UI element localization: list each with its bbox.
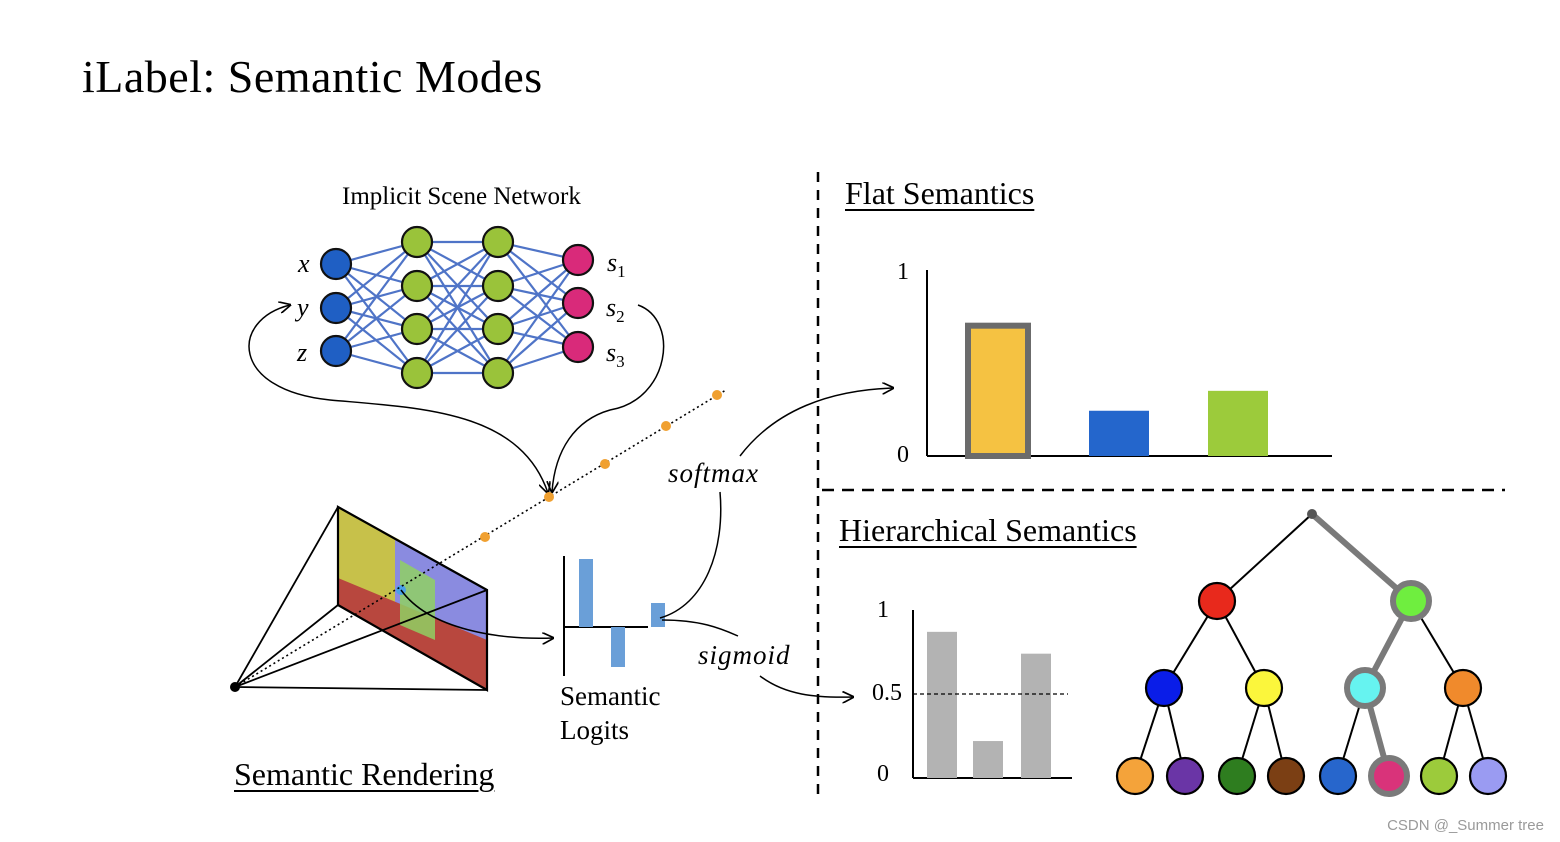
frustum-edge [234,506,339,688]
flat-bar [1208,390,1268,456]
tree-node-leaf [1468,756,1508,796]
tree-node-leaf [1368,755,1410,797]
semantic-logits-label: Semantic Logits [560,679,660,747]
hier-bar [1021,653,1051,778]
flat-semantics-heading: Flat Semantics [845,175,1035,211]
semantic-logits-chart [563,556,665,676]
flat-semantics-chart [926,270,1332,459]
output-symbol: s [607,248,618,277]
output-symbol: s [606,338,617,367]
tree-node-level2 [1344,667,1386,709]
logits-label-line2: Logits [560,715,630,745]
hier-ytick-1: 1 [877,597,889,623]
output-loop-arrow [552,304,665,492]
flat-ytick-0: 0 [897,442,909,468]
flat-ytick-1: 1 [897,259,909,285]
hidden-node [400,225,434,259]
output-symbol: s [606,293,617,322]
logit-bar [579,559,593,627]
tree-node-level1 [1197,581,1237,621]
frustum-edge [234,589,488,688]
network-edges [335,240,579,375]
output-node [561,243,595,277]
tree-node-level2 [1144,668,1184,708]
tree-node-level1 [1390,580,1432,622]
flat-bar [1089,410,1149,456]
frustum-edge [234,604,339,688]
logit-bar [651,603,665,627]
scene-blue-wall [395,540,487,650]
hidden-node [481,225,515,259]
output-subscript: 3 [616,352,625,372]
hidden-node [400,312,434,346]
semantic-rendering-heading: Semantic Rendering [234,756,495,792]
ray-sample-point [544,492,554,502]
network-edge [335,241,418,309]
hidden-node [481,356,515,390]
tree-node-leaf [1165,756,1205,796]
scene-floor [338,578,487,690]
tree-node-level2 [1443,668,1483,708]
hierarchical-semantics-chart [912,610,1072,779]
tree-node-leaf [1115,756,1155,796]
softmax-label: softmax [668,458,759,488]
input-label-x: x [298,249,310,278]
hidden-node [400,356,434,390]
ray-sample-point [600,459,610,469]
logits-to-sigmoid-line [661,619,739,637]
ray-sample-point [480,532,490,542]
pixel-to-logits-arrow [400,589,553,638]
output-node [561,330,595,364]
hier-bar [973,741,1003,778]
ray-sample-point [712,390,722,400]
tree-node-leaf [1266,756,1306,796]
semantic-hierarchy-tree [1115,509,1508,797]
tree-node-level2 [1244,668,1284,708]
tree-edge [1216,513,1313,602]
network-title: Implicit Scene Network [342,183,581,210]
sigmoid-label: sigmoid [698,640,791,670]
hidden-node [481,312,515,346]
hier-ytick-0: 0 [877,761,889,787]
camera-frustum [230,505,489,692]
tree-root [1307,509,1317,519]
output-label-s3: s3 [606,338,625,372]
input-loop-arrow [248,305,548,493]
ray-sample-points [480,390,722,542]
tree-node-leaf [1217,756,1257,796]
softmax-arrow [739,388,893,457]
logits-to-softmax-line [659,491,722,619]
hidden-node [400,269,434,303]
frustum-edge [234,686,488,691]
slide-title: iLabel: Semantic Modes [82,51,543,102]
input-node [319,334,353,368]
output-subscript: 2 [616,307,625,327]
tree-node-leaf [1318,756,1358,796]
ray-sample-point [661,421,671,431]
hidden-node [481,269,515,303]
output-label-s1: s1 [607,248,626,282]
logit-bar [611,627,625,667]
flat-bar [965,322,1031,459]
input-node [319,247,353,281]
output-label-s2: s2 [606,293,625,327]
output-node [561,286,595,320]
hier-bar [927,631,957,778]
sigmoid-arrow [759,675,853,697]
hierarchical-semantics-heading: Hierarchical Semantics [839,512,1137,548]
logits-label-line1: Semantic [560,681,661,711]
tree-node-leaf [1419,756,1459,796]
input-node [319,291,353,325]
hier-ytick-0.5: 0.5 [872,680,902,706]
tree-edge [1310,511,1413,604]
output-subscript: 1 [617,262,626,282]
watermark: CSDN @_Summer tree [1387,817,1544,834]
